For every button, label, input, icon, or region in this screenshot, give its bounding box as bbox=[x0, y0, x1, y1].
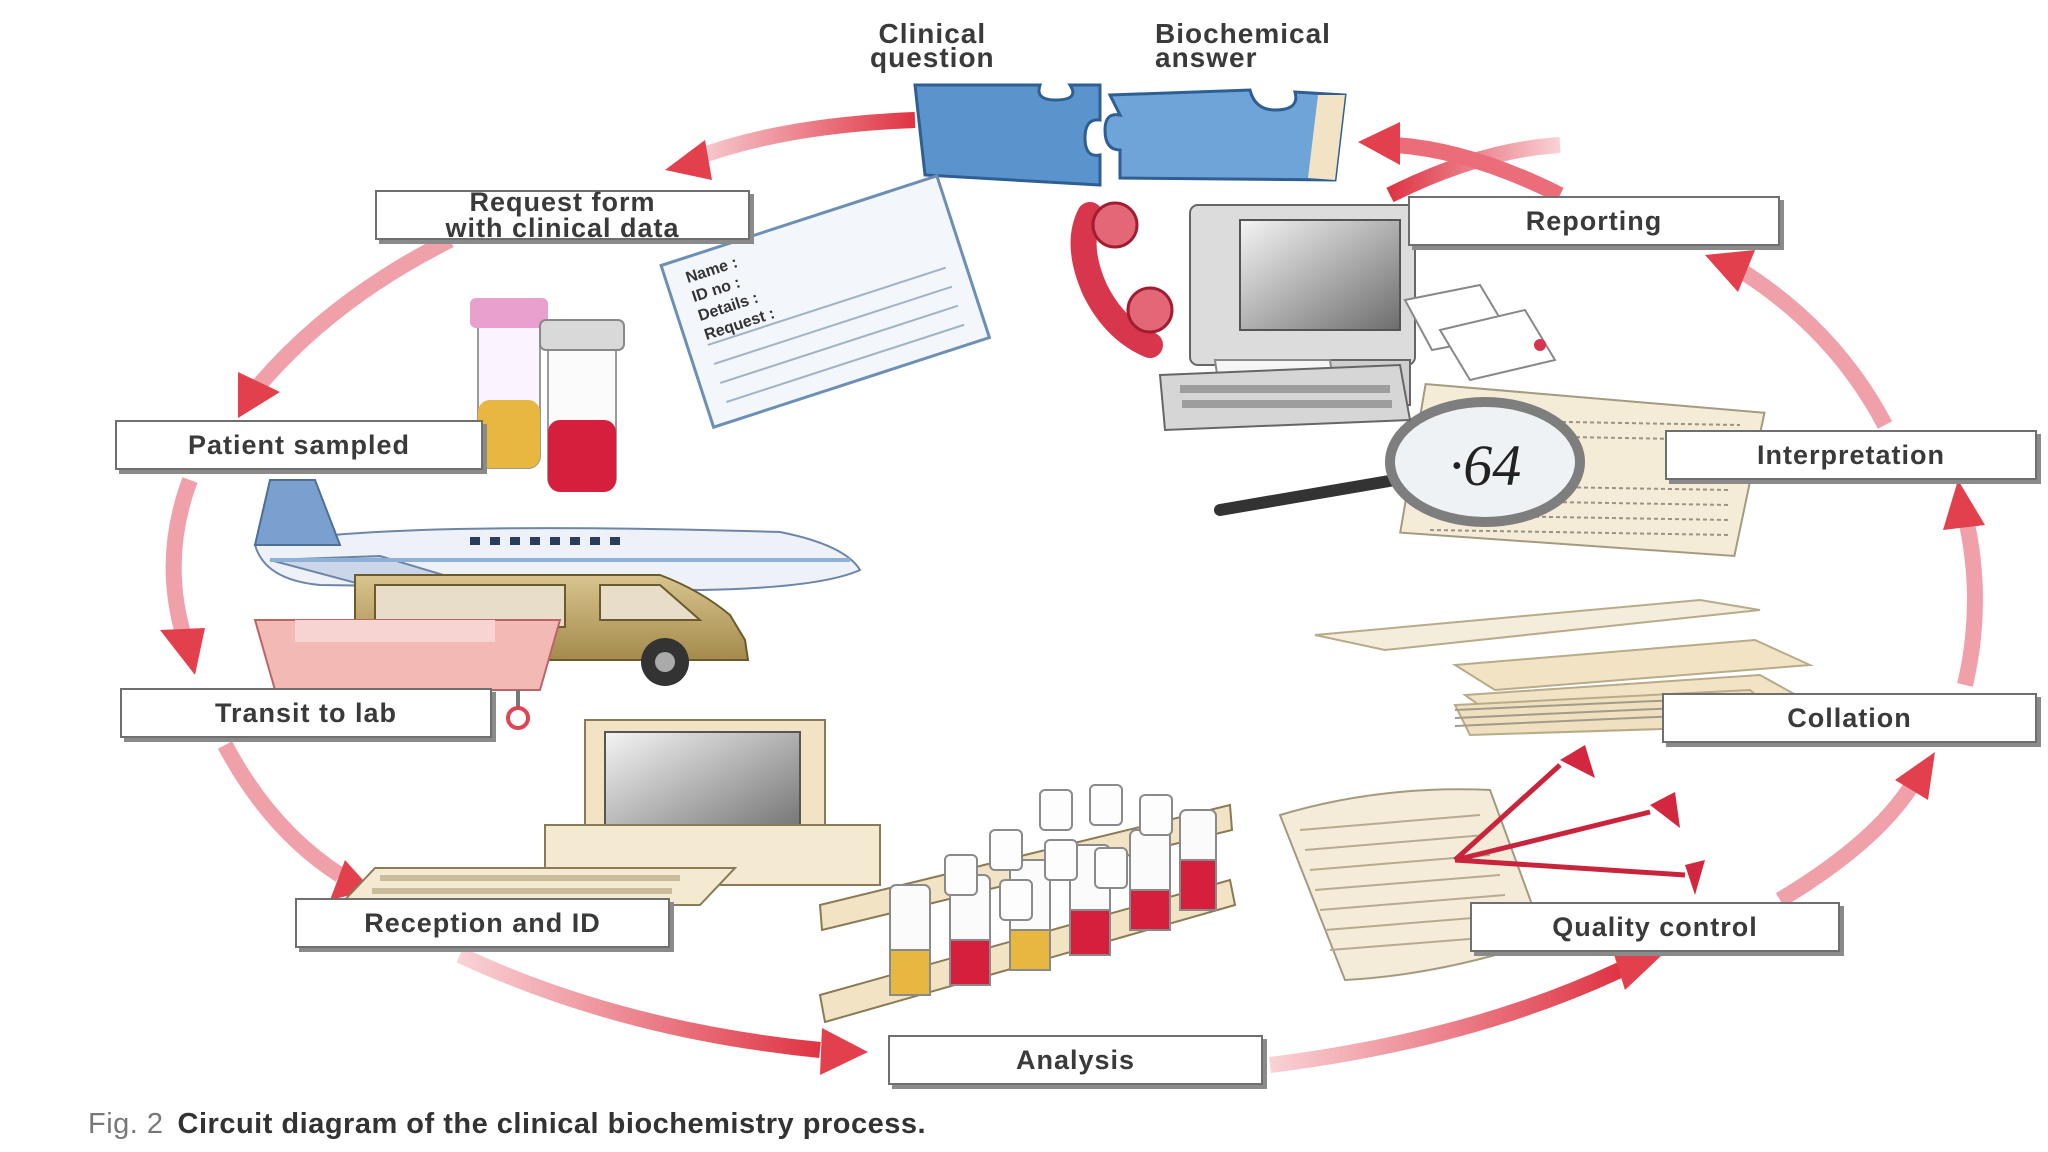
arrow-to-quality-control bbox=[1269, 948, 1662, 1073]
step-analysis: Analysis bbox=[888, 1035, 1263, 1085]
step-patient-sampled-label: Patient sampled bbox=[187, 430, 411, 460]
step-reporting: Reporting bbox=[1408, 196, 1780, 246]
step-transit-to-lab: Transit to lab bbox=[120, 688, 492, 738]
step-quality-control-label: Quality control bbox=[1552, 912, 1758, 942]
arrow-to-patient-sampled bbox=[238, 232, 454, 418]
arrow-to-biochemical-answer bbox=[1358, 122, 1564, 203]
step-reception-and-id-label: Reception and ID bbox=[364, 908, 601, 938]
biochemical-answer-line-2: answer bbox=[1155, 42, 1258, 73]
figure-number: Fig. 2 bbox=[88, 1108, 164, 1140]
reception-computer-icon bbox=[337, 719, 881, 906]
magnifier-icon: ·64 bbox=[1214, 397, 1585, 527]
arrow-to-interpretation bbox=[1943, 480, 1985, 687]
step-request-form-line-1: Request form bbox=[469, 187, 656, 217]
figure-caption-text: Circuit diagram of the clinical biochemi… bbox=[177, 1108, 927, 1140]
envelopes-icon bbox=[1403, 283, 1557, 382]
biochemical-answer-label: Biochemical answer bbox=[1155, 18, 1331, 73]
arrow-to-transit bbox=[160, 477, 205, 675]
sample-box-icon bbox=[253, 619, 562, 730]
figure-caption: Fig. 2 Circuit diagram of the clinical bi… bbox=[88, 1108, 926, 1141]
step-transit-to-lab-label: Transit to lab bbox=[214, 698, 398, 728]
sample-tubes-icon bbox=[470, 298, 625, 492]
step-reporting-label: Reporting bbox=[1525, 206, 1663, 236]
step-patient-sampled: Patient sampled bbox=[115, 420, 483, 470]
step-interpretation: Interpretation bbox=[1665, 430, 2037, 480]
cycle-arrows bbox=[160, 112, 1985, 1075]
puzzle-icon bbox=[913, 83, 1347, 187]
step-analysis-label: Analysis bbox=[1015, 1045, 1136, 1075]
arrow-to-analysis bbox=[456, 947, 868, 1075]
arrow-to-reception bbox=[217, 741, 372, 900]
magnifier-value: ·64 bbox=[1449, 433, 1522, 498]
step-collation: Collation bbox=[1662, 693, 2037, 743]
reporting-computer-icon bbox=[1158, 204, 1416, 432]
clinical-question-line-1: Clinical bbox=[878, 18, 987, 49]
step-reception-and-id: Reception and ID bbox=[295, 898, 670, 948]
step-request-form: Request form with clinical data bbox=[375, 187, 750, 243]
arrow-to-request-form bbox=[665, 112, 916, 180]
clinical-question-label: Clinical question bbox=[870, 18, 995, 73]
step-quality-control: Quality control bbox=[1470, 902, 1840, 952]
arrow-to-collation bbox=[1775, 752, 1935, 907]
clinical-question-line-2: question bbox=[870, 42, 995, 73]
step-interpretation-label: Interpretation bbox=[1756, 440, 1945, 470]
request-form-document-icon: Name : ID no : Details : Request : bbox=[659, 174, 992, 430]
step-request-form-line-2: with clinical data bbox=[445, 213, 680, 243]
telephone-icon bbox=[1070, 201, 1174, 358]
step-collation-label: Collation bbox=[1787, 703, 1912, 733]
biochemical-answer-line-1: Biochemical bbox=[1155, 18, 1331, 49]
arrow-to-reporting bbox=[1705, 250, 1893, 429]
analysis-rack-icon bbox=[818, 784, 1237, 1024]
